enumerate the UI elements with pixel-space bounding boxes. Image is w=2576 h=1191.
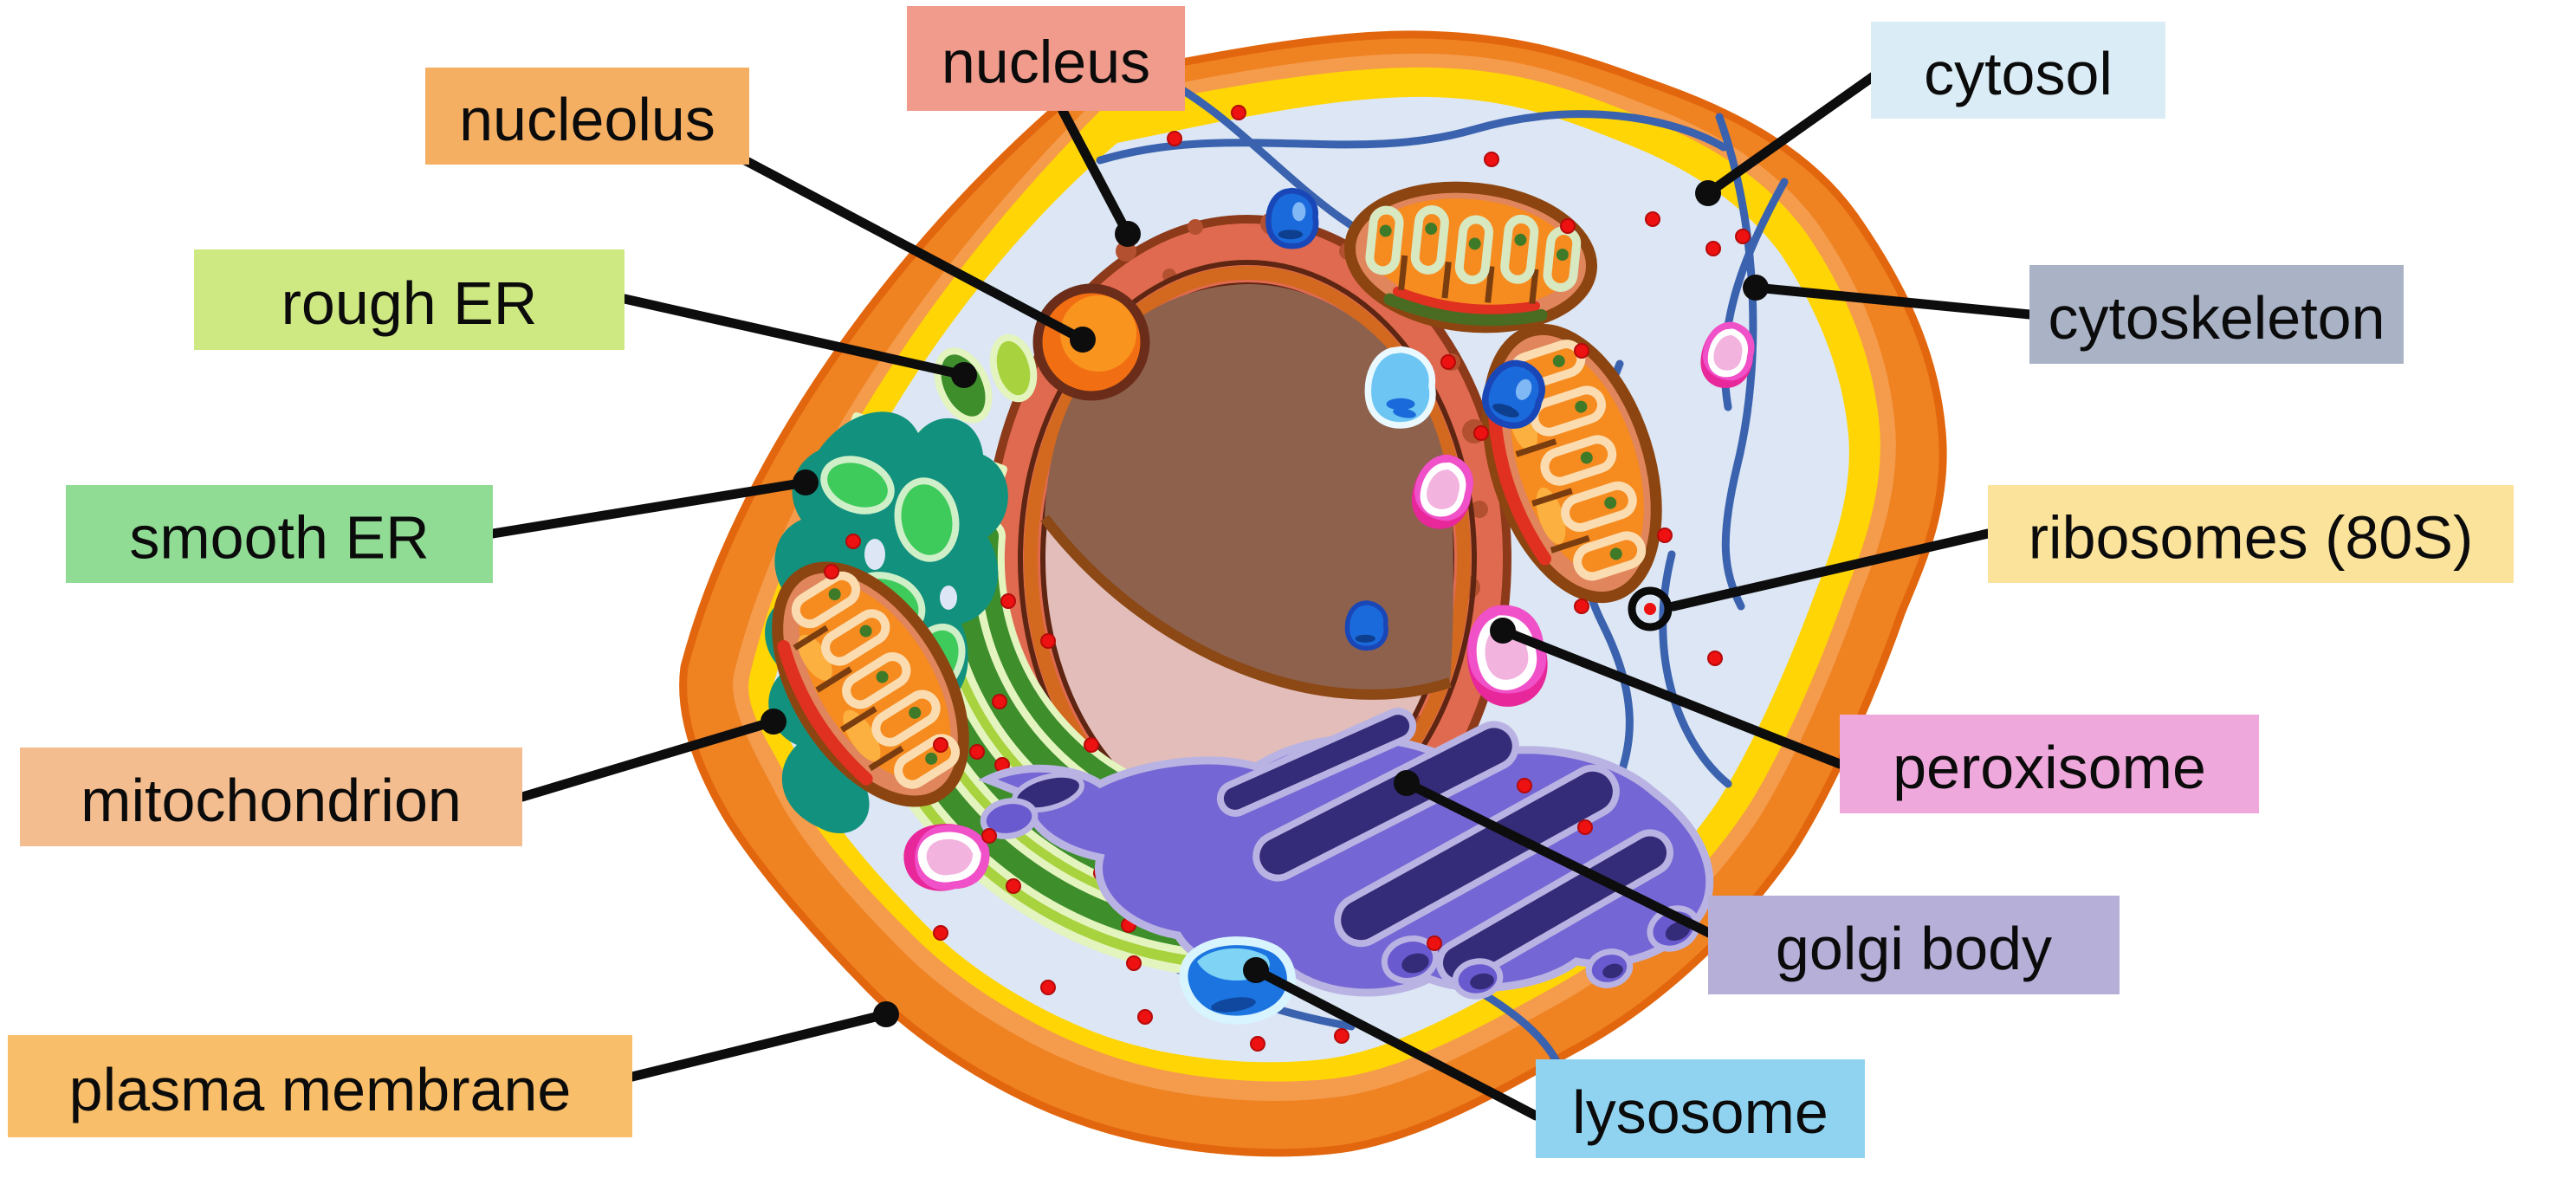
anchor-dot-lysosome [1243, 957, 1269, 983]
leader-line-ribosomes [1668, 528, 1993, 612]
label-mitochondrion: mitochondrion [20, 709, 786, 846]
leader-line-nucleolus [740, 155, 1088, 345]
label-box-lysosome [1536, 1059, 1865, 1158]
golgi-vesicles [980, 798, 1700, 1000]
label-text-ribosomes: ribosomes (80S) [2029, 504, 2474, 572]
label-box-cytoskeleton [2029, 265, 2404, 364]
label-box-peroxisome [1840, 715, 2259, 813]
label-text-plasma-membrane: plasma membrane [69, 1056, 572, 1123]
leader-line-lysosome [1251, 965, 1541, 1121]
anchor-dot-rough-er [951, 362, 977, 388]
label-cytosol: cytosol [1695, 22, 2165, 206]
label-ribosomes: ribosomes (80S) [1628, 485, 2514, 631]
label-peroxisome: peroxisome [1490, 618, 2259, 813]
vesicle-blue-1 [1265, 187, 1319, 249]
golgi-shape [978, 708, 1714, 1000]
label-text-peroxisome: peroxisome [1893, 734, 2206, 801]
label-box-plasma-membrane [8, 1035, 632, 1137]
anchor-dot-nucleus [1115, 221, 1141, 247]
label-text-smooth-er: smooth ER [129, 504, 429, 572]
pink-vesicle-mid [1411, 454, 1473, 529]
anchor-dot-golgi-body [1394, 770, 1420, 796]
label-box-ribosomes [1988, 485, 2514, 583]
leader-line-peroxisome [1498, 625, 1845, 769]
label-box-nucleolus [425, 68, 749, 165]
anchor-dot-mitochondrion [761, 709, 786, 735]
nucleus [983, 212, 1511, 903]
ribosome-ring-dot [1644, 603, 1656, 615]
label-box-mitochondrion [20, 748, 522, 846]
label-text-nucleolus: nucleolus [459, 86, 715, 153]
leader-line-cytosol [1703, 71, 1879, 198]
anchor-dot-peroxisome [1490, 618, 1516, 644]
label-plasma-membrane: plasma membrane [8, 1001, 899, 1137]
leader-line-plasma-membrane [627, 1009, 891, 1082]
label-text-golgi-body: golgi body [1776, 915, 2052, 982]
vesicle-blue-3 [1344, 600, 1388, 651]
label-nucleus: nucleus [907, 6, 1185, 247]
leader-line-golgi-body [1401, 778, 1716, 939]
anchor-dot-smooth-er [793, 469, 819, 495]
ribosome-dots [824, 105, 1751, 1052]
label-box-smooth-er [66, 485, 493, 583]
nucleoplasm-dark-region [1045, 284, 1453, 695]
leader-line-cytoskeleton [1751, 282, 2035, 320]
label-text-rough-er: rough ER [282, 269, 538, 337]
leader-line-rough-er [619, 294, 969, 380]
anchor-dot-plasma-membrane [873, 1001, 899, 1027]
pink-vesicle-top [1700, 321, 1755, 388]
label-cytoskeleton: cytoskeleton [1743, 265, 2404, 364]
label-rough-er: rough ER [194, 249, 977, 388]
mitochondrion-shape-top [1344, 181, 1597, 333]
anchor-dot-nucleolus [1070, 327, 1096, 353]
label-text-mitochondrion: mitochondrion [81, 767, 462, 834]
label-lysosome: lysosome [1243, 957, 1865, 1158]
vesicle-blue-2 [1482, 359, 1545, 429]
label-box-cytosol [1871, 22, 2165, 119]
label-smooth-er: smooth ER [66, 469, 819, 583]
label-text-cytosol: cytosol [1924, 40, 2113, 107]
anchor-dot-cytoskeleton [1743, 275, 1769, 301]
label-text-nucleus: nucleus [942, 29, 1150, 96]
label-nucleolus: nucleolus [425, 68, 1096, 353]
vesicle-lightblue [1364, 346, 1436, 429]
ribosome-ring-marker [1628, 586, 1673, 631]
label-text-lysosome: lysosome [1572, 1078, 1828, 1146]
peroxisome-shape-left [903, 824, 990, 891]
mitochondrion-shape-left [772, 561, 969, 807]
label-box-nucleus [907, 6, 1185, 111]
leader-line-nucleus [1058, 106, 1133, 239]
labels-layer: nucleolus nucleus cytosol rough ER cytoskele… [8, 6, 2514, 1158]
anchor-dot-cytosol [1695, 180, 1721, 206]
label-golgi-body: golgi body [1394, 770, 2120, 994]
nucleolus-shape [1032, 283, 1150, 401]
label-box-golgi-body [1708, 896, 2120, 994]
label-text-cytoskeleton: cytoskeleton [2048, 284, 2385, 352]
label-box-rough-er [194, 249, 625, 350]
leader-line-smooth-er [488, 477, 811, 539]
leader-line-mitochondrion [517, 716, 779, 802]
